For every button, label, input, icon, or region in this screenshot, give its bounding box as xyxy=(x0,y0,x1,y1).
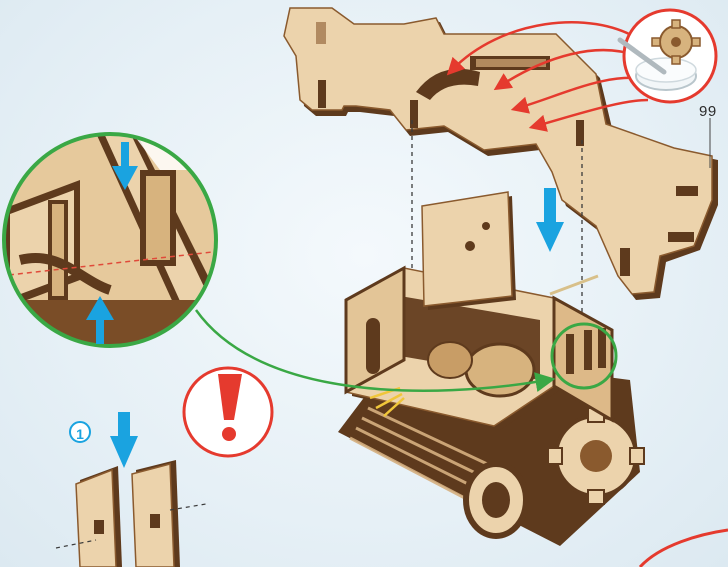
magnified-detail xyxy=(0,120,230,360)
sanding-tool-inset xyxy=(620,10,716,102)
down-arrow-icon xyxy=(110,412,138,468)
part-number-label: 99 xyxy=(699,103,717,120)
chassis xyxy=(338,192,644,546)
down-arrow-icon xyxy=(536,188,564,252)
warning-icon xyxy=(184,368,272,456)
small-panels-part xyxy=(56,460,206,567)
step-number-badge: 1 xyxy=(69,421,91,443)
next-step-arc xyxy=(640,530,728,567)
